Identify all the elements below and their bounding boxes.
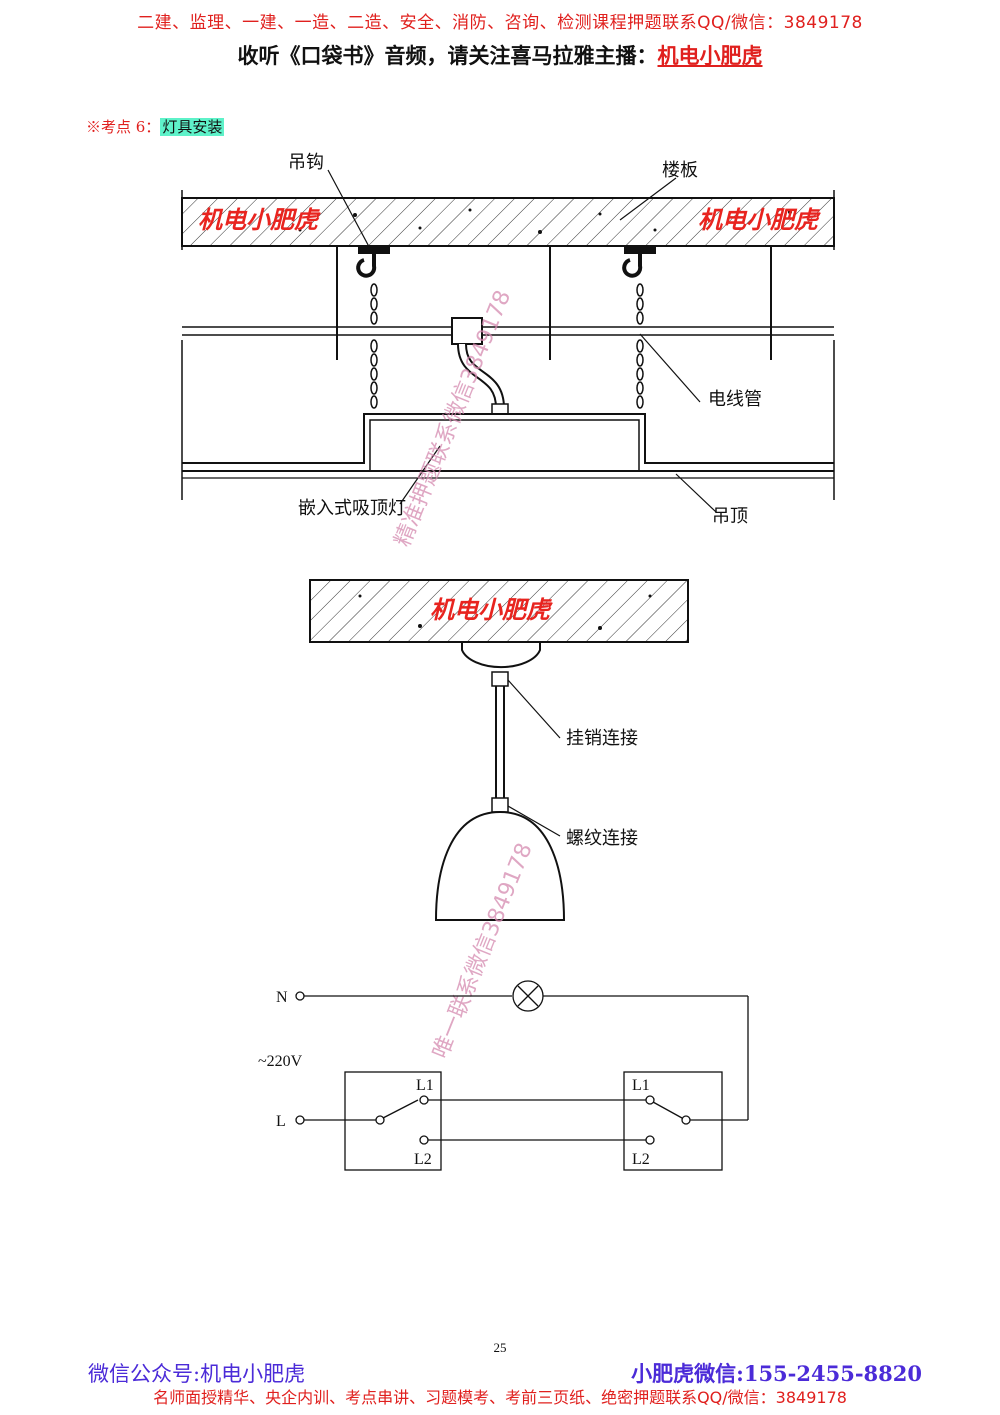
- lamp-housing: [182, 413, 834, 464]
- topic-prefix: ※考点 6：: [86, 118, 161, 136]
- watermark-brand: 机电小肥虎: [198, 206, 321, 234]
- label-left-l1: L1: [416, 1077, 434, 1094]
- label-live: L: [276, 1113, 286, 1130]
- label-conduit: 电线管: [708, 389, 762, 410]
- chains: [370, 283, 644, 409]
- label-ceiling: 吊顶: [712, 506, 748, 527]
- switch-left: [344, 1071, 442, 1171]
- figure-pendant-lamp: 挂销连接 螺纹连接 机电小肥虎 唯一联系微信3849178: [309, 579, 689, 1062]
- footer-wechat-account: 微信公众号:机电小肥虎: [88, 1362, 306, 1386]
- figures-canvas: 吊钩 楼板 电线管 嵌入式吸顶灯 吊顶 机电小肥虎 机电小肥虎 精准押题联系微信…: [181, 152, 835, 1171]
- header-podcast-prefix: 收听《口袋书》音频，请关注喜马拉雅主播：: [237, 43, 658, 68]
- conduit: [182, 326, 834, 336]
- floor-slab: [181, 197, 835, 247]
- label-pin-connection: 挂销连接: [566, 728, 638, 749]
- header-podcast-line: 收听《口袋书》音频，请关注喜马拉雅主播：机电小肥虎: [0, 40, 1000, 70]
- lampshade: [434, 810, 566, 921]
- pin-joint: [491, 671, 509, 687]
- page-number: 25: [493, 1340, 507, 1355]
- header-promo-line: 二建、监理、一建、一造、二造、安全、消防、咨询、检测课程押题联系QQ/微信：38…: [137, 13, 863, 33]
- topic-heading: ※考点 6：灯具安装: [86, 116, 225, 137]
- label-right-l1: L1: [632, 1077, 650, 1094]
- junction-box: [451, 317, 483, 345]
- topic-title: 灯具安装: [160, 118, 225, 136]
- figure-two-way-switch-circuit: [295, 980, 749, 1171]
- label-neutral: N: [276, 989, 288, 1006]
- label-thread-connection: 螺纹连接: [566, 828, 638, 849]
- switch-right: [623, 1071, 723, 1171]
- slab-aggregate: [228, 208, 792, 234]
- watermark-brand: 机电小肥虎: [430, 596, 553, 624]
- floor-slab: [309, 579, 689, 643]
- hook-icon: [622, 246, 656, 278]
- thread-joint: [491, 797, 509, 813]
- footer-wechat-contact: 小肥虎微信:155-2455-8820: [631, 1361, 922, 1386]
- label-hook: 吊钩: [288, 152, 324, 173]
- ceiling-canopy: [461, 641, 541, 669]
- header-podcast-host[interactable]: 机电小肥虎: [657, 43, 763, 68]
- label-slab: 楼板: [662, 160, 698, 181]
- figure-recessed-lamp: 吊钩 楼板 电线管 嵌入式吸顶灯 吊顶 机电小肥虎 机电小肥虎 精准押题联系微信…: [181, 152, 835, 550]
- label-left-l2: L2: [414, 1151, 432, 1168]
- watermark-brand: 机电小肥虎: [698, 206, 821, 234]
- label-right-l2: L2: [632, 1151, 650, 1168]
- footer-promo-line: 名师面授精华、央企内训、考点串讲、习题模考、考前三页纸、绝密押题联系QQ/微信：…: [153, 1388, 847, 1407]
- label-voltage: ~220V: [258, 1053, 303, 1070]
- label-recessed-lamp: 嵌入式吸顶灯: [298, 498, 406, 519]
- hook-icon: [356, 246, 390, 278]
